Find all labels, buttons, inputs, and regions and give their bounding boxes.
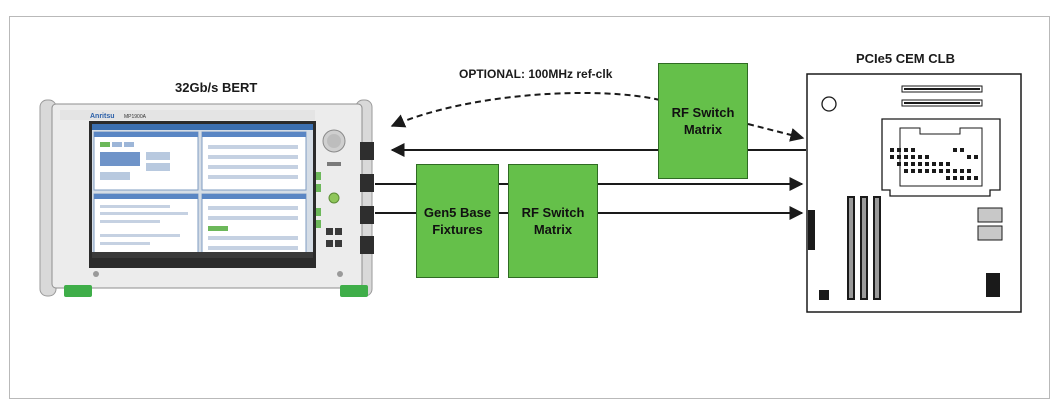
rf-switch-matrix-top-label: RF Switch Matrix — [671, 105, 735, 137]
refclk-arrow-to-clb — [747, 123, 805, 142]
gen5-base-fixtures-label: Gen5 Base Fixtures — [423, 205, 492, 237]
refclk-label: OPTIONAL: 100MHz ref-clk — [459, 67, 613, 81]
bert-brand-text: Anritsu — [90, 113, 115, 120]
diagram-frame — [9, 16, 1050, 399]
gen5-base-fixtures: Gen5 Base Fixtures — [416, 164, 499, 278]
bert-instrument: Anritsu MP1900A — [39, 99, 374, 297]
rf-switch-matrix-top: RF Switch Matrix — [658, 63, 748, 179]
bert-model-text: MP1900A — [124, 114, 147, 120]
refclk-arrow-to-bert — [390, 92, 661, 128]
rf-switch-matrix-bottom-label: RF Switch Matrix — [521, 205, 585, 237]
clb-title: PCIe5 CEM CLB — [856, 51, 955, 66]
clb-board — [806, 73, 1022, 313]
bert-title: 32Gb/s BERT — [175, 80, 258, 95]
rf-switch-matrix-bottom: RF Switch Matrix — [508, 164, 598, 278]
